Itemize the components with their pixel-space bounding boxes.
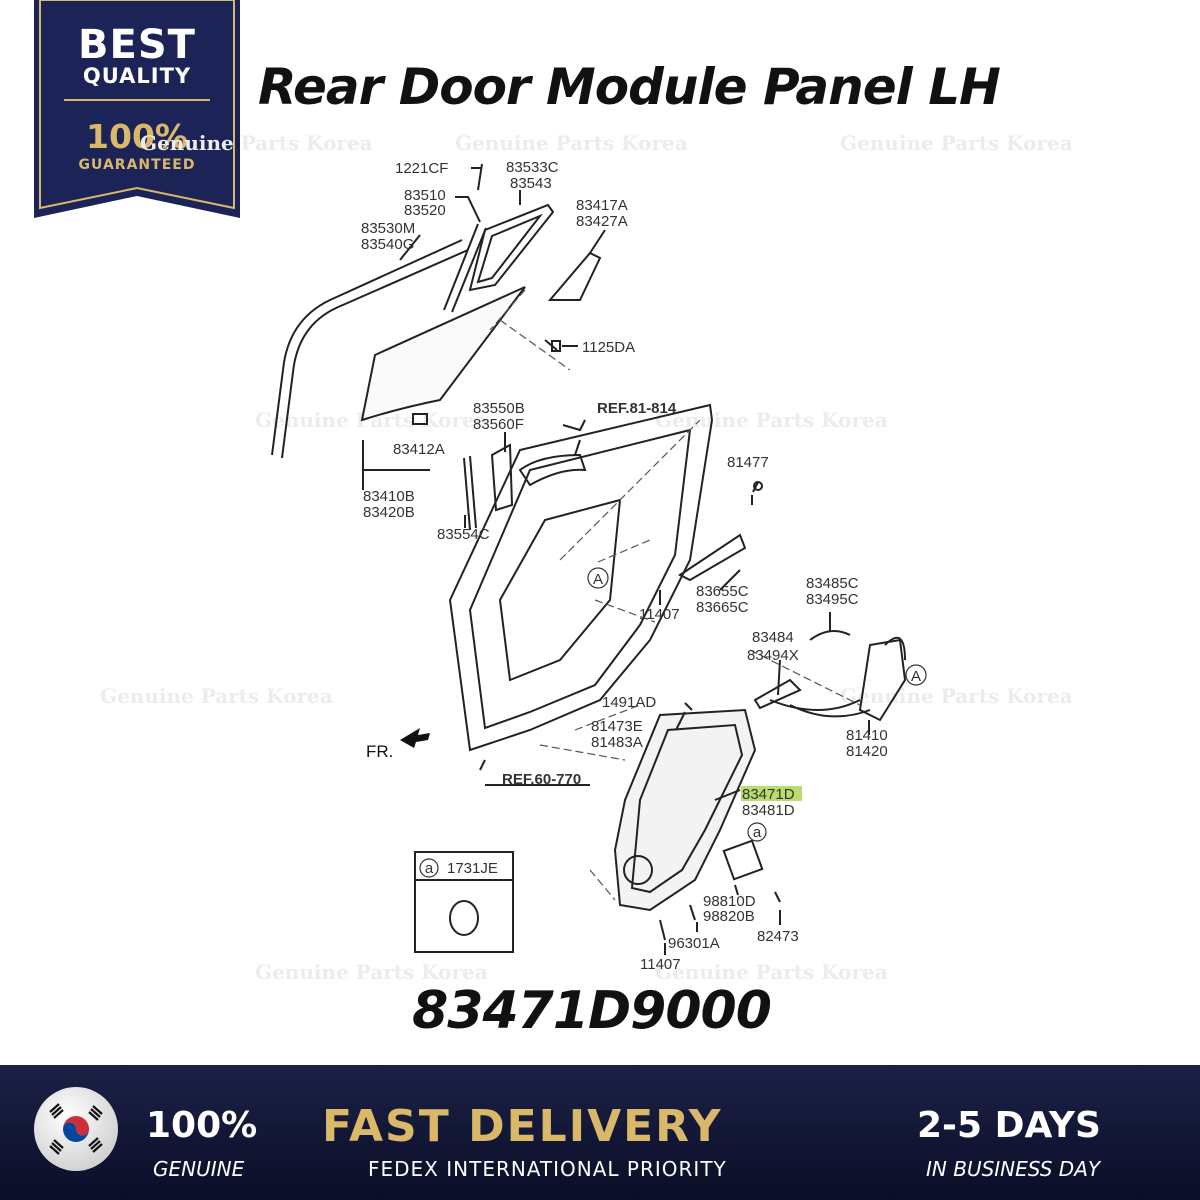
part-label: 83410B [363,488,415,505]
part-label: 83533C [506,159,559,176]
part-label: 11407 [640,956,681,973]
part-label: 83550B [473,400,525,417]
reference-circle-a-small [747,822,767,842]
reference-circle-a [905,664,927,686]
part-label: 83495C [806,591,859,608]
fedex-label: FEDEX INTERNATIONAL PRIORITY [368,1157,727,1181]
part-label: 81483A [591,734,643,751]
circle-a-small-label: a [425,860,434,877]
part-label: 83554C [437,526,490,543]
part-label: 82473 [757,928,799,945]
genuine-percent: 100% [146,1105,258,1146]
page-title: Rear Door Module Panel LH [258,58,1001,116]
badge-shape [34,0,240,218]
circle-a-label: A [593,571,603,588]
part-label: 96301A [668,935,720,952]
part-label: 83543 [510,175,552,192]
watermark: Genuine Parts Korea [840,131,1073,155]
badge-percent: 100% [86,117,188,156]
part-label: 98810D [703,893,756,910]
circle-a-small-label: a [753,824,762,841]
part-label: 81410 [846,727,888,744]
part-label: 1491AD [602,694,656,711]
part-label: 83494X [747,647,799,664]
watermark: Genuine Parts Korea [455,131,688,155]
highlight-marker [741,786,802,801]
reference-circle-a [587,567,609,589]
part-label: 83560F [473,416,524,433]
footer-banner: 100% GENUINE FAST DELIVERY FEDEX INTERNA… [0,1065,1200,1200]
business-day-label: IN BUSINESS DAY [926,1157,1101,1181]
circle-a-label: A [911,668,921,685]
badge-guaranteed: GUARANTEED [78,157,196,173]
part-label: 83417A [576,197,628,214]
part-label: 83484 [752,629,794,646]
guide-lines [489,289,861,901]
watermark: Genuine Parts Korea [655,960,888,984]
part-label-highlighted: 83471D [742,786,795,803]
reference-label: REF.81-814 [597,400,677,417]
part-label: 1125DA [582,339,635,356]
exploded-parts-diagram: A A a a 1221CF 83533C 83543 83510 83520 … [271,159,927,973]
korea-flag-icon [34,1087,118,1171]
quality-badge: BEST QUALITY 100% GUARANTEED [34,0,240,218]
part-label: 83485C [806,575,859,592]
watermark: Genuine Parts Korea [100,684,333,708]
watermark: Genuine Parts Korea [255,960,488,984]
part-label: 98820B [703,908,755,925]
front-label: FR. [366,742,393,761]
reference-circle-a-small [419,858,439,878]
part-label: 81420 [846,743,888,760]
badge-best: BEST [78,22,196,68]
part-label: 81477 [727,454,769,471]
genuine-label: GENUINE [153,1157,245,1181]
part-label: 1221CF [395,160,448,177]
part-label: 83655C [696,583,749,600]
badge-quality: QUALITY [82,64,192,88]
part-label: 83420B [363,504,415,521]
watermark: Genuine Parts Korea [140,131,373,155]
reference-label: REF.60-770 [502,771,581,788]
front-arrow-icon [400,728,430,748]
watermark: Genuine Parts Korea [655,408,888,432]
part-label: 81473E [591,718,643,735]
parts-drawing [271,163,907,955]
watermark: Genuine Parts Korea [840,684,1073,708]
part-label: 1731JE [447,860,498,877]
part-label: 83520 [404,202,446,219]
delivery-days: 2-5 DAYS [917,1105,1101,1146]
part-number: 83471D9000 [412,981,772,1041]
part-label: 83412A [393,441,445,458]
fast-delivery-heading: FAST DELIVERY [322,1101,723,1152]
part-label: 83665C [696,599,749,616]
part-label: 11407 [639,606,680,623]
part-label: 83481D [742,802,795,819]
part-label: 83510 [404,187,446,204]
part-label: 83540G [361,236,414,253]
part-label: 83530M [361,220,415,237]
part-label: 83427A [576,213,628,230]
